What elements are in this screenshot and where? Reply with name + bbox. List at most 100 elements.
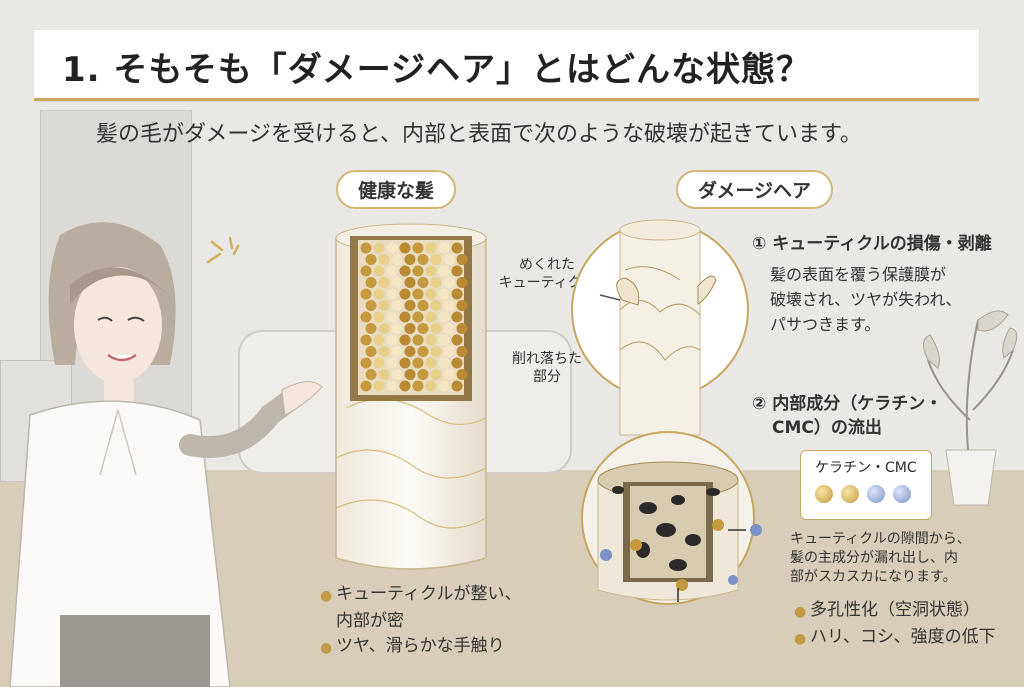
granule <box>404 277 416 288</box>
granule <box>451 265 463 277</box>
granule <box>378 277 390 288</box>
granule <box>391 369 403 380</box>
granule <box>417 323 429 334</box>
granule <box>404 369 416 380</box>
granule <box>412 265 424 277</box>
granule <box>360 288 372 300</box>
granule <box>417 254 429 265</box>
granule <box>399 357 411 369</box>
granule <box>443 300 455 311</box>
granule <box>360 334 372 346</box>
granule <box>391 300 403 311</box>
granule <box>386 265 398 277</box>
granule <box>412 311 424 323</box>
granule <box>425 242 437 254</box>
section1-heading: ① キューティクルの損傷・剥離 <box>752 234 992 254</box>
granule <box>443 323 455 334</box>
granule <box>373 242 385 254</box>
granule <box>425 380 437 392</box>
healthy-hair-label: 健康な髪 <box>336 170 457 209</box>
granule <box>378 346 390 357</box>
page-title: 1. そもそも「ダメージヘア」とはどんな状態？ <box>62 50 812 90</box>
section2-heading: ② 内部成分（ケラチン・ CMC）の流出 <box>752 394 943 438</box>
granule <box>425 288 437 300</box>
granule <box>360 357 372 369</box>
granule <box>404 300 416 311</box>
granule <box>438 265 450 277</box>
granule <box>456 346 468 357</box>
granule <box>378 369 390 380</box>
granule <box>399 311 411 323</box>
granule <box>386 380 398 392</box>
plant-icon <box>923 310 1018 506</box>
granule <box>430 277 442 288</box>
granule <box>373 357 385 369</box>
granule <box>456 254 468 265</box>
damaged-hair-interior-zoom <box>581 431 762 605</box>
granule <box>378 254 390 265</box>
granule <box>430 369 442 380</box>
granule <box>391 346 403 357</box>
granule <box>373 334 385 346</box>
granule <box>360 242 372 254</box>
internal-leak-section: ② 内部成分（ケラチン・ CMC）の流出 <box>752 392 962 440</box>
title-banner: 1. そもそも「ダメージヘア」とはどんな状態？ <box>34 30 979 101</box>
granule <box>438 357 450 369</box>
granule <box>386 334 398 346</box>
granule <box>373 311 385 323</box>
healthy-hair-cylinder <box>335 223 487 570</box>
granule <box>399 334 411 346</box>
granule <box>425 265 437 277</box>
granule <box>417 346 429 357</box>
granule <box>391 277 403 288</box>
granule <box>438 311 450 323</box>
granule <box>373 265 385 277</box>
healthy-bullets: ●キューティクルが整い、 内部が密 ●ツヤ、滑らかな手触り <box>320 584 522 656</box>
granule <box>365 300 377 311</box>
granule <box>360 311 372 323</box>
keratin-dot <box>815 485 833 503</box>
cuticle-damage-section: ① キューティクルの損傷・剥離 髪の表面を覆う保護膜が 破壊され、ツヤが失われ、… <box>752 234 992 334</box>
granule <box>438 242 450 254</box>
granule <box>425 357 437 369</box>
granule <box>430 323 442 334</box>
component-legend: ケラチン・CMC <box>800 450 932 520</box>
granule <box>386 311 398 323</box>
granule <box>365 277 377 288</box>
granule <box>365 254 377 265</box>
granule <box>425 334 437 346</box>
granule <box>438 288 450 300</box>
granule <box>451 242 463 254</box>
woman-illustration <box>9 222 323 687</box>
granule <box>365 369 377 380</box>
granule <box>399 380 411 392</box>
cmc-dot <box>893 485 911 503</box>
damaged-hair-label: ダメージヘア <box>676 170 834 209</box>
keratin-dot <box>841 485 859 503</box>
chipped-part-callout: 削れ落ちた部分 <box>512 351 582 385</box>
granule <box>412 334 424 346</box>
granule <box>365 323 377 334</box>
granule <box>404 254 416 265</box>
damaged-hair-surface-zoom <box>571 219 749 436</box>
granule <box>386 242 398 254</box>
granule <box>430 300 442 311</box>
granule <box>412 380 424 392</box>
granule <box>456 277 468 288</box>
leak-description: キューティクルの隙間から、 髪の主成分が漏れ出し、内 部がスカスカになります。 <box>790 531 971 585</box>
granule <box>438 380 450 392</box>
granule <box>443 346 455 357</box>
granule <box>404 323 416 334</box>
granule <box>378 323 390 334</box>
granule <box>365 346 377 357</box>
granule <box>417 300 429 311</box>
granule <box>360 265 372 277</box>
granule <box>412 357 424 369</box>
granule <box>451 288 463 300</box>
granule <box>412 288 424 300</box>
granule <box>443 254 455 265</box>
sparkle-icon <box>206 236 240 264</box>
granule <box>438 334 450 346</box>
granule <box>451 380 463 392</box>
granule <box>451 357 463 369</box>
